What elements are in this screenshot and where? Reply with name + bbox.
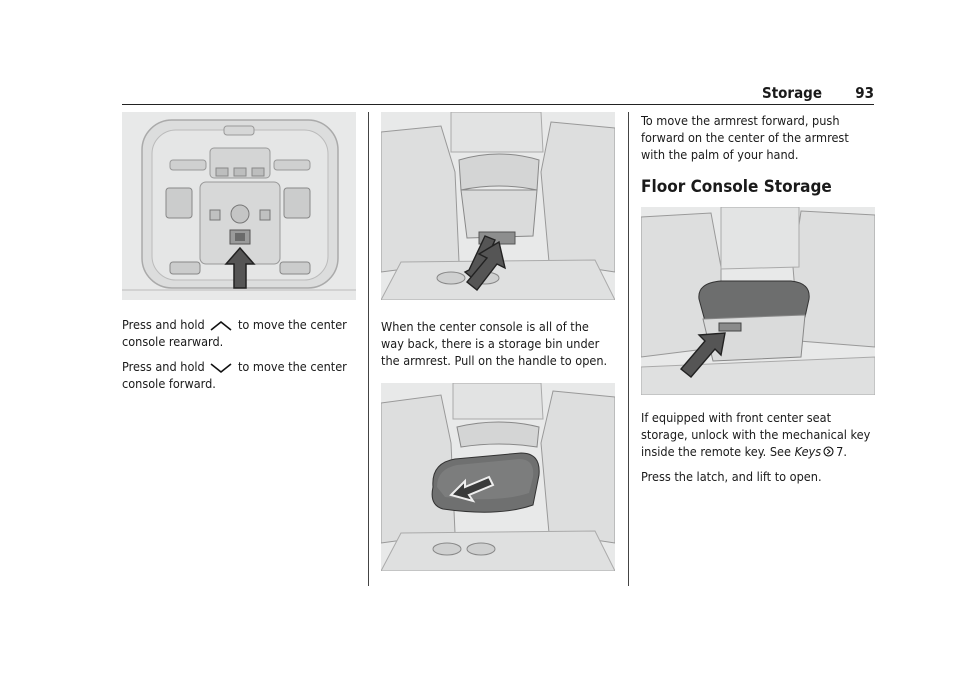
keys-link[interactable]: Keys <box>794 444 822 459</box>
paragraph-front-center-storage: If equipped with front center seat stora… <box>641 410 871 459</box>
chevron-down-icon <box>210 362 232 373</box>
chevron-up-icon <box>210 320 232 331</box>
paragraph-storage-bin: When the center console is all of the wa… <box>381 319 608 368</box>
overhead-console-illustration <box>122 112 356 300</box>
floor-console-illustration <box>641 207 875 395</box>
section-title: Storage <box>761 84 822 102</box>
column-divider-2 <box>628 112 629 586</box>
page-header: Storage 93 <box>122 82 874 105</box>
column-1: Press and hold to move the center consol… <box>122 112 356 392</box>
section-heading: Floor Console Storage <box>641 177 832 197</box>
column-3: To move the armrest forward, push forwar… <box>641 112 875 485</box>
center-console-rear-illustration <box>381 112 615 300</box>
page-ref-number[interactable]: 7 <box>836 444 844 459</box>
paragraph-rearward: Press and hold to move the center consol… <box>122 317 347 349</box>
paragraph-forward: Press and hold to move the center consol… <box>122 359 347 391</box>
column-divider-1 <box>368 112 369 586</box>
page-reference-icon <box>823 446 834 457</box>
paragraph-armrest-forward: To move the armrest forward, push forwar… <box>641 113 849 162</box>
paragraph-press-latch: Press the latch, and lift to open. <box>641 469 822 484</box>
armrest-slide-illustration <box>381 383 615 571</box>
page-number: 93 <box>855 84 874 102</box>
column-2: When the center console is all of the wa… <box>381 112 615 571</box>
